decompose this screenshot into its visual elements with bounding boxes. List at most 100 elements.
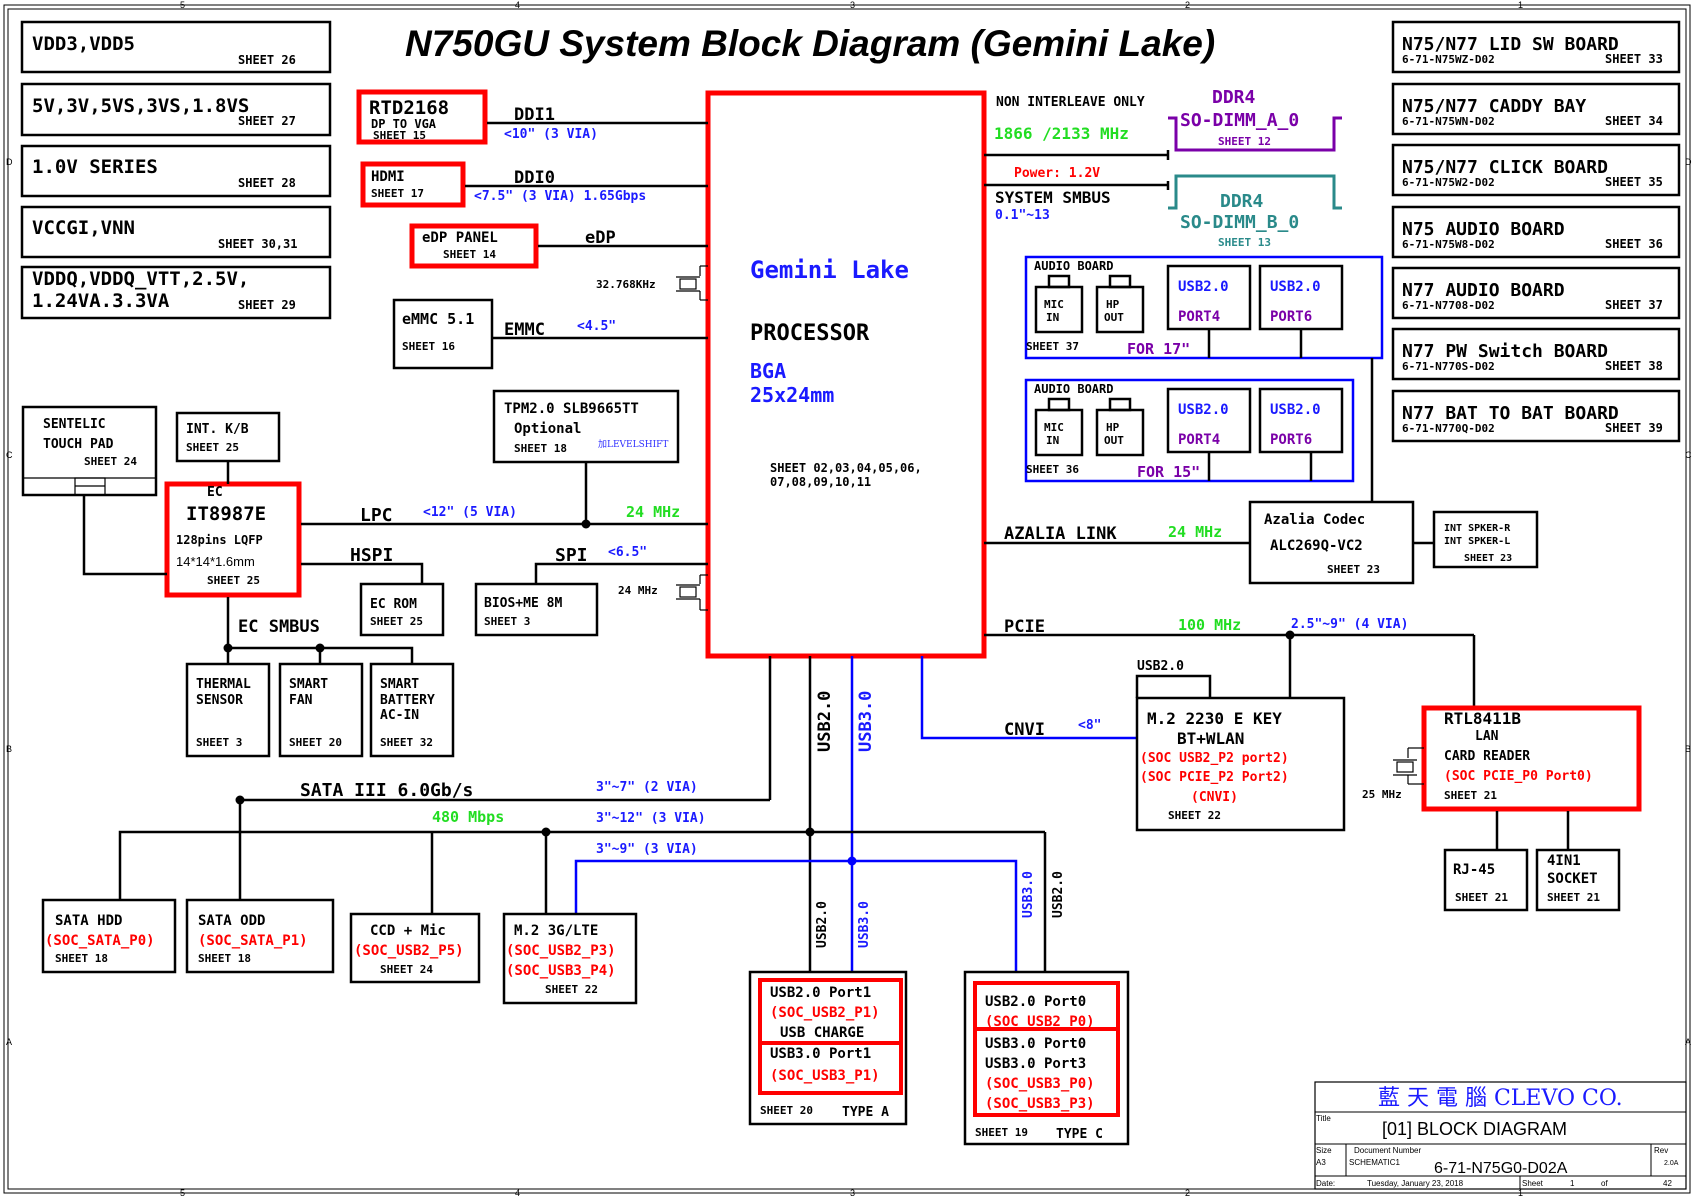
wlan-line3: (SOC USB2_P2 port2): [1140, 751, 1289, 766]
ddi1-length: <10" (3 VIA): [504, 127, 598, 142]
speaker-sheet: SHEET 23: [1464, 553, 1512, 564]
lan-sheet: SHEET 21: [1444, 789, 1497, 802]
display-group: RTD2168 DP TO VGA SHEET 15 DDI1 <10" (3 …: [356, 89, 708, 269]
border-row-d: D: [6, 157, 13, 167]
audio17-sheet: SHEET 37: [1026, 340, 1079, 353]
sata-length: 3"~7" (2 VIA): [596, 780, 698, 795]
audio-board-17: AUDIO BOARD MIC IN HP OUT USB2.0 PORT4 U…: [1024, 255, 1384, 360]
audio17-title: AUDIO BOARD: [1034, 259, 1113, 273]
edp-panel-name: eDP PANEL: [422, 230, 498, 246]
board-part: 6-71-N770S-D02: [1402, 360, 1495, 373]
sata-hdd-sheet: SHEET 18: [55, 952, 108, 965]
border-col-5-bottom: 5: [180, 1188, 185, 1197]
title-block: 藍 天 電 腦 CLEVO CO. Title [01] BLOCK DIAGR…: [1314, 1081, 1687, 1190]
board-sheet: SHEET 33: [1605, 52, 1663, 66]
board-name: N77 BAT TO BAT BOARD: [1402, 403, 1619, 424]
border-row-b: B: [6, 744, 12, 754]
wlan-sheet: SHEET 22: [1168, 809, 1221, 822]
hdmi-name: HDMI: [371, 169, 405, 185]
typea-usb3-signal: (SOC_USB3_P1): [770, 1068, 880, 1084]
power-item-name: 1.0V SERIES: [32, 156, 158, 178]
azalia-group: Azalia Codec ALC269Q-VC2 SHEET 23 AZALIA…: [984, 500, 1539, 585]
lpc-label: LPC: [360, 505, 393, 526]
sata-odd-name: SATA ODD: [198, 913, 265, 929]
size-value: A3: [1316, 1158, 1326, 1167]
rtd-sheet: SHEET 15: [373, 129, 426, 142]
emmc-name: eMMC 5.1: [402, 310, 474, 328]
tpm-name: TPM2.0 SLB9665TT: [504, 401, 639, 417]
ddr-a-type: DDR4: [1212, 87, 1256, 108]
ddi0-label: DDI0: [514, 168, 555, 188]
socket-sheet: SHEET 21: [1547, 891, 1600, 904]
lan-line2: LAN: [1475, 729, 1499, 744]
audio15-hp-line2: OUT: [1104, 434, 1124, 447]
border-col-4-bottom: 4: [515, 1188, 520, 1197]
m2-lte-signal2: (SOC_USB3_P4): [506, 963, 616, 979]
cnvi-label: CNVI: [1004, 720, 1045, 740]
board-sheet: SHEET 37: [1605, 298, 1663, 312]
ccd-sheet: SHEET 24: [380, 963, 433, 976]
board-name: N75/N77 CLICK BOARD: [1402, 157, 1608, 178]
speaker-left: INT SPKER-L: [1444, 536, 1510, 547]
board-part: 6-71-N75W2-D02: [1402, 176, 1495, 189]
audio15-port2: PORT6: [1270, 432, 1312, 448]
board-part: 6-71-N75WN-D02: [1402, 115, 1495, 128]
power-item-sheet: SHEET 29: [238, 298, 296, 312]
company-name: 藍 天 電 腦 CLEVO CO.: [1378, 1086, 1623, 1111]
date-value: Tuesday, January 23, 2018: [1367, 1179, 1464, 1188]
board-sheet: SHEET 35: [1605, 175, 1663, 189]
audio15-title: AUDIO BOARD: [1034, 382, 1113, 396]
cpu-package: BGA: [750, 359, 786, 383]
border-row-a-right: A: [1685, 1037, 1691, 1047]
border-row-d-right: D: [1685, 157, 1692, 167]
border-col-3: 3: [850, 0, 855, 10]
power-sheet-list: VDD3,VDD5 SHEET 26 5V,3V,5VS,3VS,1.8VS S…: [20, 20, 332, 320]
border-row-c-right: C: [1685, 450, 1692, 460]
speaker-right: INT SPKER-R: [1444, 523, 1511, 534]
audio17-mic-line2: IN: [1046, 311, 1059, 324]
ddr-b-name: SO-DIMM_B_0: [1180, 212, 1299, 233]
sata-label: SATA III 6.0Gb/s: [300, 780, 473, 801]
ddi1-label: DDI1: [514, 105, 555, 125]
typea-type: TYPE A: [842, 1105, 889, 1120]
document-number-label: Document Number: [1354, 1146, 1421, 1155]
typec-port0: USB2.0 Port0: [985, 994, 1086, 1010]
lpc-frequency: 24 MHz: [626, 503, 680, 521]
board-sheet: SHEET 39: [1605, 421, 1663, 435]
board-part: 6-71-N770Q-D02: [1402, 422, 1495, 435]
audio15-for: FOR 15": [1137, 463, 1200, 481]
audio15-mic-line1: MIC: [1044, 421, 1064, 434]
board-name: N77 AUDIO BOARD: [1402, 280, 1565, 301]
power-item-name: 1.24VA.3.3VA: [32, 290, 170, 312]
border-row-b-right: B: [1685, 744, 1691, 754]
azalia-sheet: SHEET 23: [1327, 563, 1380, 576]
battery-line3: AC-IN: [380, 708, 419, 723]
spi-length: <6.5": [608, 545, 647, 560]
tpm-group: TPM2.0 SLB9665TT Optional SHEET 18 加LEVE…: [492, 389, 680, 524]
power-item-name: VDD3,VDD5: [32, 33, 135, 55]
lan-line3: CARD READER: [1444, 749, 1530, 764]
edp-panel-sheet: SHEET 14: [443, 248, 496, 261]
board-name: N75/N77 CADDY BAY: [1402, 96, 1586, 117]
bottom-devices: SATA HDD (SOC_SATA_P0) SHEET 18 SATA ODD…: [41, 898, 1130, 1146]
sata-hdd-name: SATA HDD: [55, 913, 122, 929]
ec-dimension: 14*14*1.6mm: [176, 554, 255, 569]
thermal-sheet: SHEET 3: [196, 736, 242, 749]
audio15-hp-line1: HP: [1106, 421, 1120, 434]
battery-line2: BATTERY: [380, 693, 435, 708]
emmc-sheet: SHEET 16: [402, 340, 455, 353]
pcie-frequency: 100 MHz: [1178, 616, 1241, 634]
cpu-name: Gemini Lake: [750, 256, 909, 284]
m2-lte-signal1: (SOC_USB2_P3): [506, 943, 616, 959]
power-item-sheet: SHEET 28: [238, 176, 296, 190]
hspi-label: HSPI: [350, 545, 393, 566]
audio-board-15: AUDIO BOARD MIC IN HP OUT USB2.0 PORT4 U…: [1024, 358, 1374, 502]
typec-usb3-signal0: (SOC_USB3_P0): [985, 1076, 1095, 1092]
typea-usb20-label: USB2.0: [815, 901, 830, 948]
border-col-1-bottom: 1: [1518, 1188, 1523, 1197]
m2-lte-name: M.2 3G/LTE: [514, 923, 598, 939]
cpu-size: 25x24mm: [750, 383, 834, 407]
typec-usb3-signal3: (SOC_USB3_P3): [985, 1096, 1095, 1112]
typea-port1-signal: (SOC_USB2_P1): [770, 1005, 880, 1021]
